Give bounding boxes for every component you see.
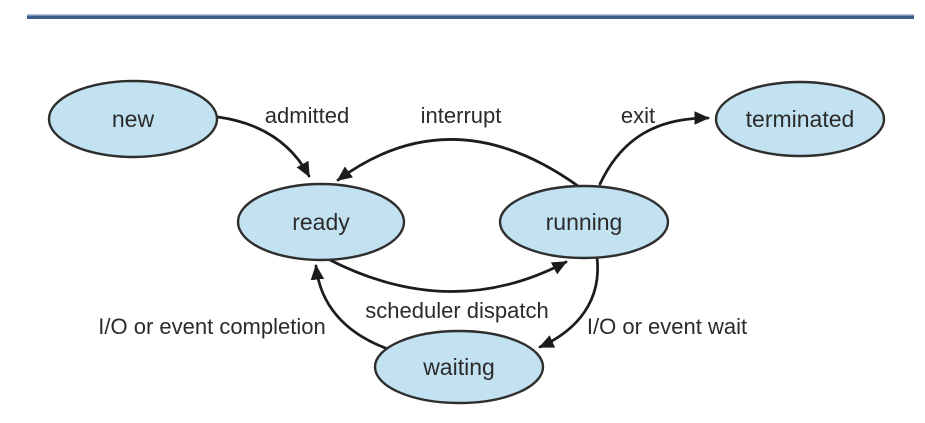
transition-io-event-completion-label: I/O or event completion	[98, 314, 325, 339]
state-new-ellipse	[47, 79, 219, 159]
transition-exit-arrow	[598, 111, 710, 186]
top-horizontal-rule	[27, 14, 914, 19]
state-running-ellipse	[498, 184, 670, 260]
transition-admitted: admitted	[216, 103, 349, 178]
transition-scheduler-dispatch: scheduler dispatch	[328, 258, 568, 323]
transition-exit: exit	[598, 103, 710, 186]
state-new: new	[47, 79, 219, 159]
transition-interrupt: interrupt	[336, 103, 580, 188]
state-ready-label: ready	[292, 209, 350, 235]
transition-exit-label: exit	[621, 103, 655, 128]
state-running-label: running	[546, 209, 623, 235]
transition-interrupt-arrow	[336, 138, 580, 188]
state-waiting-label: waiting	[422, 354, 495, 380]
state-ready-ellipse	[236, 182, 406, 262]
transition-io-event-completion-arrow	[310, 264, 390, 351]
state-terminated: terminated	[714, 80, 886, 158]
state-waiting-ellipse	[373, 329, 545, 405]
transition-io-event-completion: I/O or event completion	[98, 264, 390, 351]
state-terminated-label: terminated	[746, 106, 855, 132]
transition-scheduler-dispatch-arrow	[328, 258, 568, 293]
transition-io-event-wait: I/O or event wait	[538, 255, 747, 349]
state-running: running	[498, 184, 670, 260]
transition-interrupt-label: interrupt	[421, 103, 502, 128]
transition-io-event-wait-arrow	[538, 255, 600, 349]
transition-admitted-label: admitted	[265, 103, 349, 128]
state-terminated-ellipse	[714, 80, 886, 158]
transition-admitted-arrow	[216, 115, 311, 178]
state-new-label: new	[112, 106, 155, 132]
state-ready: ready	[236, 182, 406, 262]
state-waiting: waiting	[373, 329, 545, 405]
transition-scheduler-dispatch-label: scheduler dispatch	[365, 298, 548, 323]
transition-io-event-wait-label: I/O or event wait	[587, 314, 747, 339]
